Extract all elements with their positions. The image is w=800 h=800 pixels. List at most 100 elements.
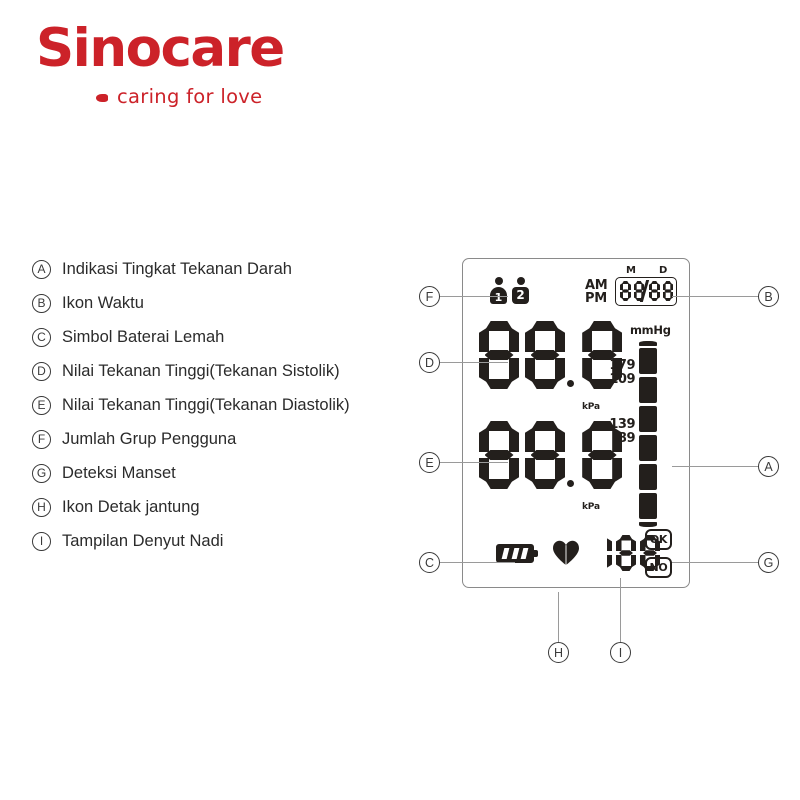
user-1-number: 1 xyxy=(494,291,503,304)
segment-d xyxy=(643,566,657,572)
seven-segment-digit xyxy=(479,421,519,489)
leader-line-f xyxy=(440,296,508,298)
segment-e xyxy=(525,458,535,484)
segment-f xyxy=(662,282,666,291)
segment-b xyxy=(641,282,645,291)
cuff-no-badge: NO xyxy=(645,557,672,578)
month-label: M xyxy=(626,265,636,276)
segment-c xyxy=(607,555,613,568)
legend-label-f: Jumlah Grup Pengguna xyxy=(62,429,237,448)
decimal-point xyxy=(567,480,575,487)
user-group-icon: 1 2 xyxy=(490,277,529,304)
legend-label-d: Nilai Tekanan Tinggi(Tekanan Sistolik) xyxy=(62,361,340,380)
legend-item-i: I Tampilan Denyut Nadi xyxy=(32,524,412,558)
segment-c xyxy=(555,458,565,484)
leader-line-d xyxy=(440,362,508,364)
brand-logo: Sinocare caring for love xyxy=(36,22,336,108)
segment-c xyxy=(670,292,673,299)
segment-e xyxy=(634,292,637,299)
segment-a xyxy=(588,321,617,331)
segment-b xyxy=(670,282,674,291)
callout-c: C xyxy=(419,552,440,573)
segment-d xyxy=(588,479,617,489)
segment-f xyxy=(633,282,637,291)
segment-d xyxy=(622,298,629,301)
systolic-reading xyxy=(479,321,623,389)
legend-list: A Indikasi Tingkat Tekanan Darah B Ikon … xyxy=(32,252,412,558)
user-1-body xyxy=(490,287,507,304)
callout-b: B xyxy=(758,286,779,307)
segment-d xyxy=(651,298,658,301)
bar-segment xyxy=(639,406,657,432)
legend-bullet-e: E xyxy=(32,395,51,415)
seven-segment-digit xyxy=(640,535,660,571)
date-day-digits xyxy=(649,281,674,301)
legend-label-e: Nilai Tekanan Tinggi(Tekanan Diastolik) xyxy=(62,395,350,414)
seven-segment-digit xyxy=(620,281,631,301)
segment-f xyxy=(620,282,624,291)
scale-tick-89: 89 xyxy=(617,431,636,446)
segment-a xyxy=(531,321,560,331)
legend-bullet-f: F xyxy=(32,429,51,449)
segment-f xyxy=(525,426,535,452)
legend-item-f: F Jumlah Grup Pengguna xyxy=(32,422,412,456)
segment-d xyxy=(619,566,633,572)
bar-cap-top xyxy=(639,341,657,346)
segment-d xyxy=(485,479,514,489)
legend-label-i: Tampilan Denyut Nadi xyxy=(62,531,224,550)
diastolic-reading xyxy=(479,421,623,489)
seven-segment-digit xyxy=(662,281,674,301)
callout-f: F xyxy=(419,286,440,307)
scale-tick-179: 179 xyxy=(609,358,635,373)
legend-item-h: H Ikon Detak jantung xyxy=(32,490,412,524)
legend-bullet-i: I xyxy=(32,531,51,551)
seven-segment-digit xyxy=(525,321,565,389)
mmhg-unit-label: mmHg xyxy=(630,323,671,337)
scale-tick-109: 109 xyxy=(609,372,635,387)
low-battery-icon xyxy=(496,544,538,563)
leader-line-h xyxy=(558,592,560,642)
am-label: AM xyxy=(585,278,608,293)
user-2-icon: 2 xyxy=(512,277,529,304)
callout-g: G xyxy=(758,552,779,573)
segment-c xyxy=(509,358,519,384)
leader-line-b xyxy=(672,296,760,298)
segment-d xyxy=(664,298,671,301)
lcd-display-panel: 1 2 AM PM M D kPa kPa mmHg 179 109 139 8… xyxy=(462,258,690,588)
callout-d: D xyxy=(419,352,440,373)
date-display-box xyxy=(615,277,677,306)
pm-label: PM xyxy=(585,291,607,306)
segment-c xyxy=(555,358,565,384)
legend-label-a: Indikasi Tingkat Tekanan Darah xyxy=(62,259,292,278)
segment-c xyxy=(628,292,631,299)
segment-g xyxy=(619,550,633,556)
segment-b xyxy=(612,426,623,452)
segment-d xyxy=(531,379,560,389)
diastolic-unit-label: kPa xyxy=(582,502,600,512)
segment-e xyxy=(525,358,535,384)
legend-bullet-b: B xyxy=(32,293,51,313)
decimal-point xyxy=(567,380,575,387)
user-2-body xyxy=(512,287,529,304)
segment-e xyxy=(479,458,489,484)
leader-line-a xyxy=(672,466,760,468)
legend-label-g: Deteksi Manset xyxy=(62,463,176,482)
segment-f xyxy=(616,538,622,552)
legend-item-e: E Nilai Tekanan Tinggi(Tekanan Diastolik… xyxy=(32,388,412,422)
ampm-indicator: AM PM xyxy=(585,278,608,306)
scale-ticks-high: 179 109 xyxy=(600,359,635,387)
segment-e xyxy=(582,358,592,384)
segment-a xyxy=(622,281,629,284)
segment-b xyxy=(606,538,612,552)
segment-f xyxy=(525,326,535,352)
seven-segment-digit xyxy=(582,421,623,489)
segment-e xyxy=(582,458,592,484)
segment-e xyxy=(649,292,652,299)
legend-item-a: A Indikasi Tingkat Tekanan Darah xyxy=(32,252,412,286)
day-label: D xyxy=(659,265,668,276)
segment-g xyxy=(531,450,560,460)
leader-line-e xyxy=(440,462,508,464)
segment-e xyxy=(663,292,666,299)
legend-bullet-a: A xyxy=(32,259,51,279)
segment-b xyxy=(654,538,660,552)
